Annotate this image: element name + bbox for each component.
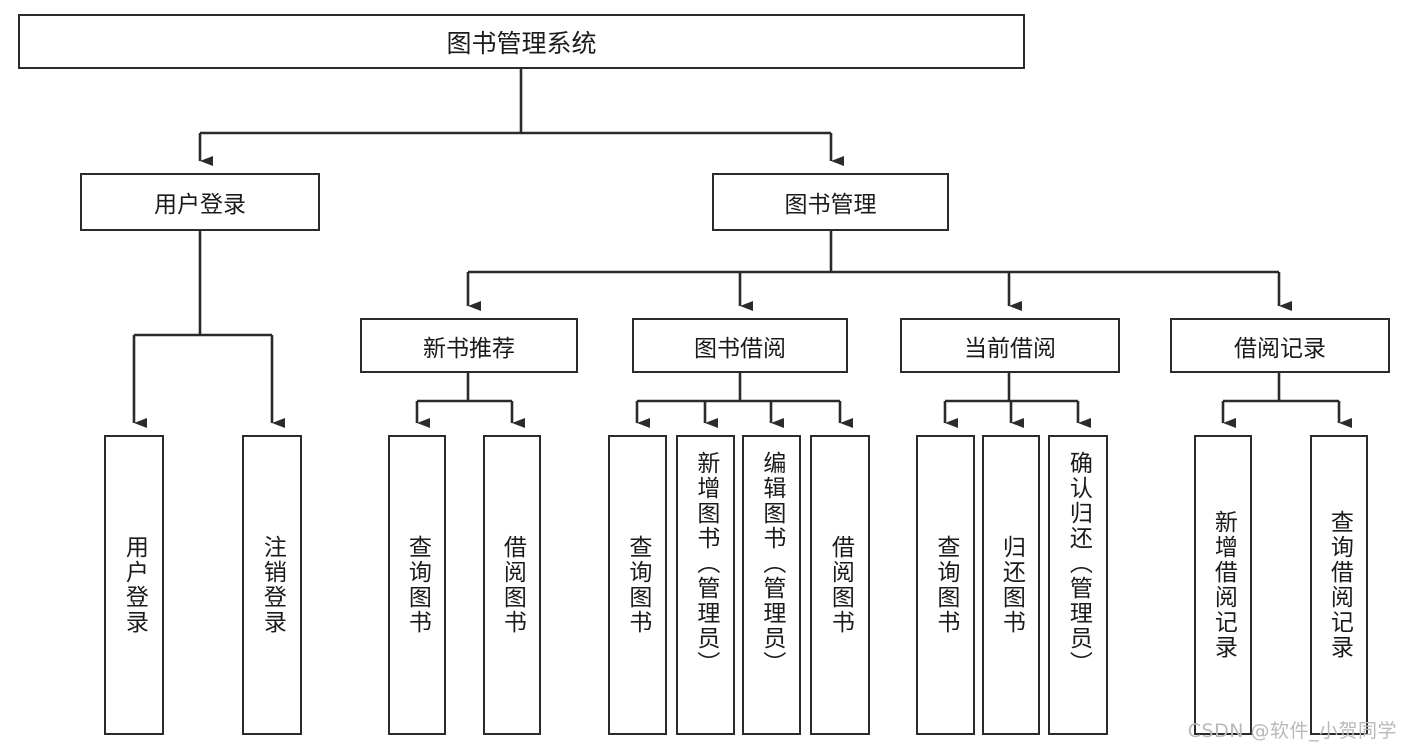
node-leaf-user-login[interactable]: 用户登录 [104, 435, 164, 735]
node-book-manage-label: 图书管理 [784, 192, 877, 218]
node-root-label: 图书管理系统 [446, 28, 597, 58]
node-new-book-recommend-label: 新书推荐 [423, 335, 515, 362]
node-book-manage[interactable]: 图书管理 [712, 173, 949, 231]
node-leaf-edit-book-admin[interactable]: 编辑图书（管理员） [742, 435, 801, 735]
node-book-borrow-label: 图书借阅 [694, 335, 786, 362]
node-leaf-query-book-borrow[interactable]: 查询图书 [608, 435, 667, 735]
node-leaf-user-logout-label: 注销登录 [259, 535, 286, 635]
node-leaf-add-book-admin-label: 新增图书（管理员） [692, 451, 719, 676]
node-root[interactable]: 图书管理系统 [18, 14, 1025, 69]
node-borrow-record-label: 借阅记录 [1234, 335, 1326, 362]
node-leaf-query-borrow-record-label: 查询借阅记录 [1326, 510, 1353, 660]
node-user-login[interactable]: 用户登录 [80, 173, 320, 231]
node-book-borrow[interactable]: 图书借阅 [632, 318, 848, 373]
node-borrow-record[interactable]: 借阅记录 [1170, 318, 1390, 373]
node-user-login-label: 用户登录 [154, 192, 246, 218]
node-current-borrow-label: 当前借阅 [964, 335, 1056, 362]
node-leaf-query-book-rec-label: 查询图书 [404, 535, 431, 635]
node-leaf-user-login-label: 用户登录 [121, 535, 148, 635]
node-leaf-return-book[interactable]: 归还图书 [982, 435, 1040, 735]
node-leaf-query-borrow-record[interactable]: 查询借阅记录 [1310, 435, 1368, 735]
node-leaf-borrow-book-label: 借阅图书 [827, 535, 854, 635]
node-leaf-edit-book-admin-label: 编辑图书（管理员） [758, 451, 785, 676]
node-leaf-confirm-return-admin-label: 确认归还（管理员） [1065, 451, 1092, 676]
node-leaf-add-book-admin[interactable]: 新增图书（管理员） [676, 435, 735, 735]
node-leaf-query-book-rec[interactable]: 查询图书 [388, 435, 446, 735]
node-leaf-borrow-book-rec[interactable]: 借阅图书 [483, 435, 541, 735]
node-leaf-add-borrow-record-label: 新增借阅记录 [1210, 510, 1237, 660]
node-leaf-borrow-book-rec-label: 借阅图书 [499, 535, 526, 635]
node-leaf-query-book-current[interactable]: 查询图书 [916, 435, 975, 735]
node-current-borrow[interactable]: 当前借阅 [900, 318, 1120, 373]
node-leaf-query-book-current-label: 查询图书 [932, 535, 959, 635]
node-leaf-query-book-borrow-label: 查询图书 [624, 535, 651, 635]
node-leaf-confirm-return-admin[interactable]: 确认归还（管理员） [1048, 435, 1108, 735]
node-leaf-return-book-label: 归还图书 [998, 535, 1025, 635]
node-leaf-borrow-book[interactable]: 借阅图书 [810, 435, 870, 735]
node-new-book-recommend[interactable]: 新书推荐 [360, 318, 578, 373]
node-leaf-user-logout[interactable]: 注销登录 [242, 435, 302, 735]
node-leaf-add-borrow-record[interactable]: 新增借阅记录 [1194, 435, 1252, 735]
